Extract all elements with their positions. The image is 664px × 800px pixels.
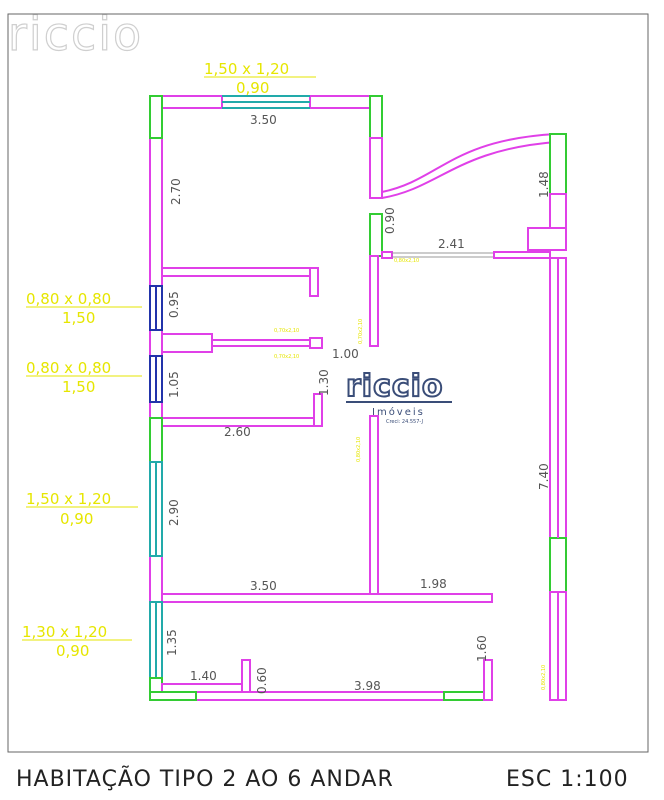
partition-wall bbox=[483, 659, 493, 701]
left-post bbox=[149, 417, 163, 463]
partition-wall bbox=[211, 339, 313, 347]
window-label-bath2: 0,80 x 0,80 1,50 bbox=[26, 359, 142, 396]
dim-lower-width: 3.50 bbox=[250, 579, 277, 593]
window-label-bath1: 0,80 x 0,80 1,50 bbox=[26, 290, 142, 327]
door-tag: 0,70x2,10 bbox=[274, 354, 299, 360]
door-tag: 0,80x2,10 bbox=[356, 437, 362, 462]
dim-bath2-height: 1.05 bbox=[167, 371, 181, 398]
dim-hall-height: 0.90 bbox=[383, 207, 397, 234]
dim-room-width: 2.60 bbox=[224, 425, 251, 439]
svg-text:0,90: 0,90 bbox=[60, 510, 93, 528]
partition-wall bbox=[309, 267, 319, 297]
dim-bath1-height: 0.95 bbox=[167, 291, 181, 318]
window-label-room: 1,50 x 1,20 0,90 bbox=[26, 490, 138, 528]
dim-top-right-height: 1.48 bbox=[537, 171, 551, 198]
inner-wall bbox=[369, 255, 379, 347]
svg-text:0,90: 0,90 bbox=[236, 79, 269, 97]
plan-title: HABITAÇÃO TIPO 2 AO 6 ANDAR bbox=[16, 765, 394, 792]
hall-post bbox=[369, 213, 383, 257]
svg-text:1,50 x 1,20: 1,50 x 1,20 bbox=[26, 490, 111, 508]
bottom-wall bbox=[149, 691, 491, 701]
svg-text:0,80 x 0,80: 0,80 x 0,80 bbox=[26, 359, 111, 377]
svg-text:1,50: 1,50 bbox=[62, 378, 95, 396]
right-wall-notch bbox=[527, 227, 567, 251]
plan-scale: ESC 1:100 bbox=[506, 767, 629, 792]
svg-text:0,90: 0,90 bbox=[56, 642, 89, 660]
svg-text:Imóveis: Imóveis bbox=[372, 406, 425, 418]
partition-wall bbox=[161, 267, 319, 277]
partition-wall bbox=[313, 393, 323, 427]
dim-top-width: 3.50 bbox=[250, 113, 277, 127]
inner-wall bbox=[369, 137, 383, 199]
partition-wall bbox=[241, 659, 251, 693]
door-tag: 0,70x2,10 bbox=[358, 319, 364, 344]
svg-text:Creci: 24.557-J: Creci: 24.557-J bbox=[386, 419, 423, 425]
partition-wall bbox=[161, 683, 249, 693]
svg-text:0,80 x 0,80: 0,80 x 0,80 bbox=[26, 290, 111, 308]
brand-logo: riccio Imóveis Creci: 24.557-J bbox=[345, 368, 452, 425]
dim-bottom-small-height: 0.60 bbox=[255, 667, 269, 694]
inner-wall bbox=[369, 415, 379, 603]
dim-bottom-right-height: 1.60 bbox=[475, 635, 489, 662]
partition-wall bbox=[161, 333, 213, 353]
svg-text:riccio: riccio bbox=[346, 369, 444, 404]
door-tag: 0,80x2,10 bbox=[394, 258, 419, 264]
dim-left-top: 2.70 bbox=[169, 178, 183, 205]
dim-bottom-small-width: 1.40 bbox=[190, 669, 217, 683]
hall-wall bbox=[381, 251, 393, 259]
right-top-post bbox=[549, 133, 567, 195]
drawing-frame bbox=[7, 13, 649, 753]
dim-lower-left: 2.90 bbox=[167, 499, 181, 526]
right-post bbox=[549, 537, 567, 593]
door-tag: 0,70x2,10 bbox=[274, 328, 299, 334]
dim-bottom-width: 3.98 bbox=[354, 679, 381, 693]
dim-bottom-left-height: 1.35 bbox=[165, 629, 179, 656]
lower-wall bbox=[161, 593, 493, 603]
svg-text:1,50 x 1,20: 1,50 x 1,20 bbox=[204, 60, 289, 78]
window-label-top: 1,50 x 1,20 0,90 bbox=[204, 60, 316, 97]
dim-center-width: 1.00 bbox=[332, 347, 359, 361]
svg-text:1,50: 1,50 bbox=[62, 309, 95, 327]
right-wall bbox=[549, 193, 567, 229]
door-tag: 0,80x2,10 bbox=[541, 665, 547, 690]
watermark-logo: riccio bbox=[8, 7, 143, 61]
dim-hall-width: 2.41 bbox=[438, 237, 465, 251]
partition-wall bbox=[309, 337, 323, 349]
bottom-post bbox=[149, 691, 197, 701]
corner-post bbox=[149, 95, 163, 139]
window-label-bottom: 1,30 x 1,20 0,90 bbox=[22, 623, 132, 660]
hall-curved-wall bbox=[381, 133, 557, 193]
dim-center-height: 1.30 bbox=[317, 369, 331, 396]
svg-text:1,30 x 1,20: 1,30 x 1,20 bbox=[22, 623, 107, 641]
corner-post bbox=[369, 95, 383, 139]
hall-wall bbox=[493, 251, 551, 259]
dim-lower-right: 1.98 bbox=[420, 577, 447, 591]
dim-right-height: 7.40 bbox=[537, 463, 551, 490]
